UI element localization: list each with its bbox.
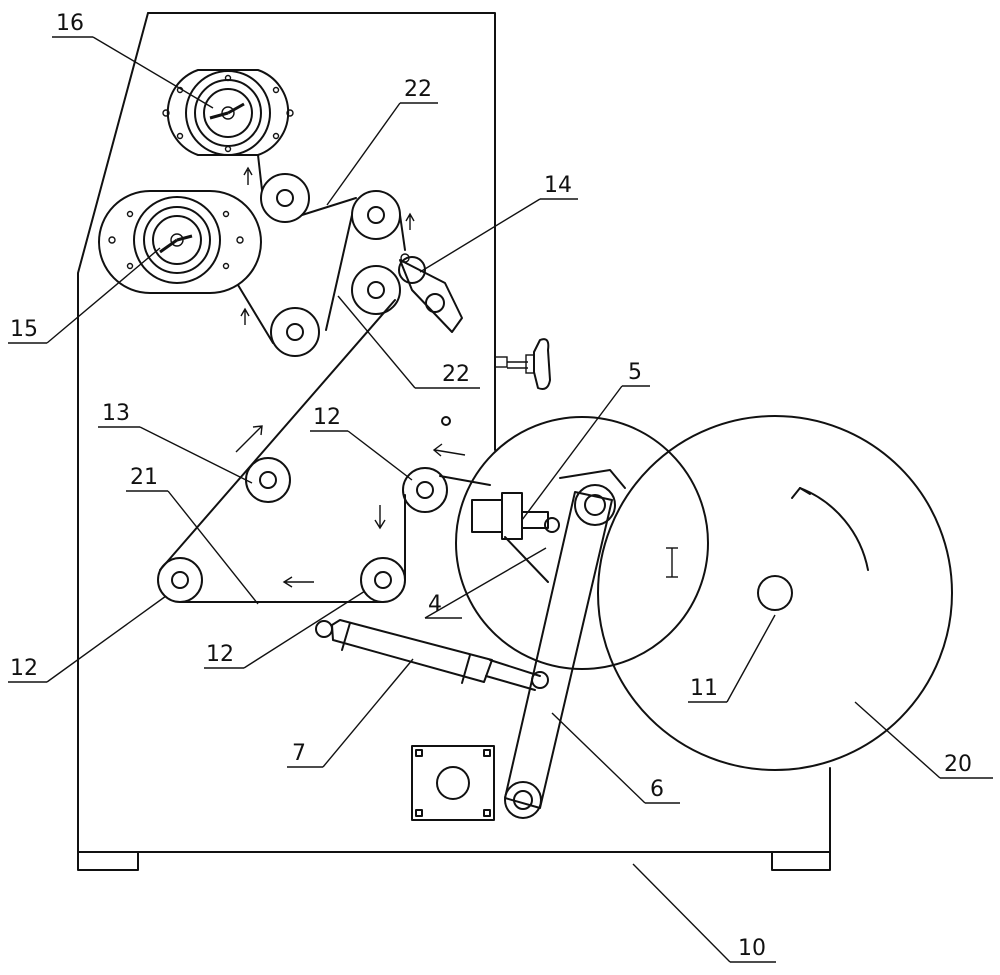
- web-path: [159, 154, 491, 603]
- callout-21: 21: [130, 465, 158, 490]
- rewind-reel-16: [162, 69, 294, 156]
- air-cylinder-7: [315, 619, 549, 691]
- callout-5: 5: [628, 360, 642, 385]
- callout-14: 14: [544, 173, 572, 198]
- callout-22-lower: 22: [442, 362, 470, 387]
- callout-labels: 16 22 14 15 22 5 13 12 21 4 12 12 11 20 …: [10, 11, 972, 961]
- callout-6: 6: [650, 777, 664, 802]
- leader-lines: [8, 36, 993, 963]
- cylinder-unit-5: [471, 492, 560, 583]
- handwheel: [494, 338, 551, 390]
- callout-13: 13: [102, 401, 130, 426]
- callout-22-upper: 22: [404, 77, 432, 102]
- swing-arm-6: [504, 469, 626, 819]
- callout-12-bottom: 12: [206, 642, 234, 667]
- callout-20: 20: [944, 752, 972, 777]
- callout-12-left: 12: [10, 656, 38, 681]
- machine-frame: [77, 12, 831, 871]
- callout-4: 4: [428, 592, 442, 617]
- drum: [455, 416, 709, 670]
- callout-16: 16: [56, 11, 84, 36]
- callout-12-top: 12: [313, 405, 341, 430]
- tension-arm-14: [398, 253, 463, 333]
- callout-7: 7: [292, 741, 306, 766]
- frame-hole: [441, 416, 451, 426]
- mounting-plate: [411, 745, 495, 821]
- rewind-reel-15: [98, 190, 262, 294]
- callout-11: 11: [690, 676, 718, 701]
- callout-15: 15: [10, 317, 38, 342]
- callout-10: 10: [738, 936, 766, 961]
- unwind-roll-20: [597, 415, 953, 771]
- drum-marker: [666, 547, 678, 578]
- direction-arrows: [235, 166, 466, 588]
